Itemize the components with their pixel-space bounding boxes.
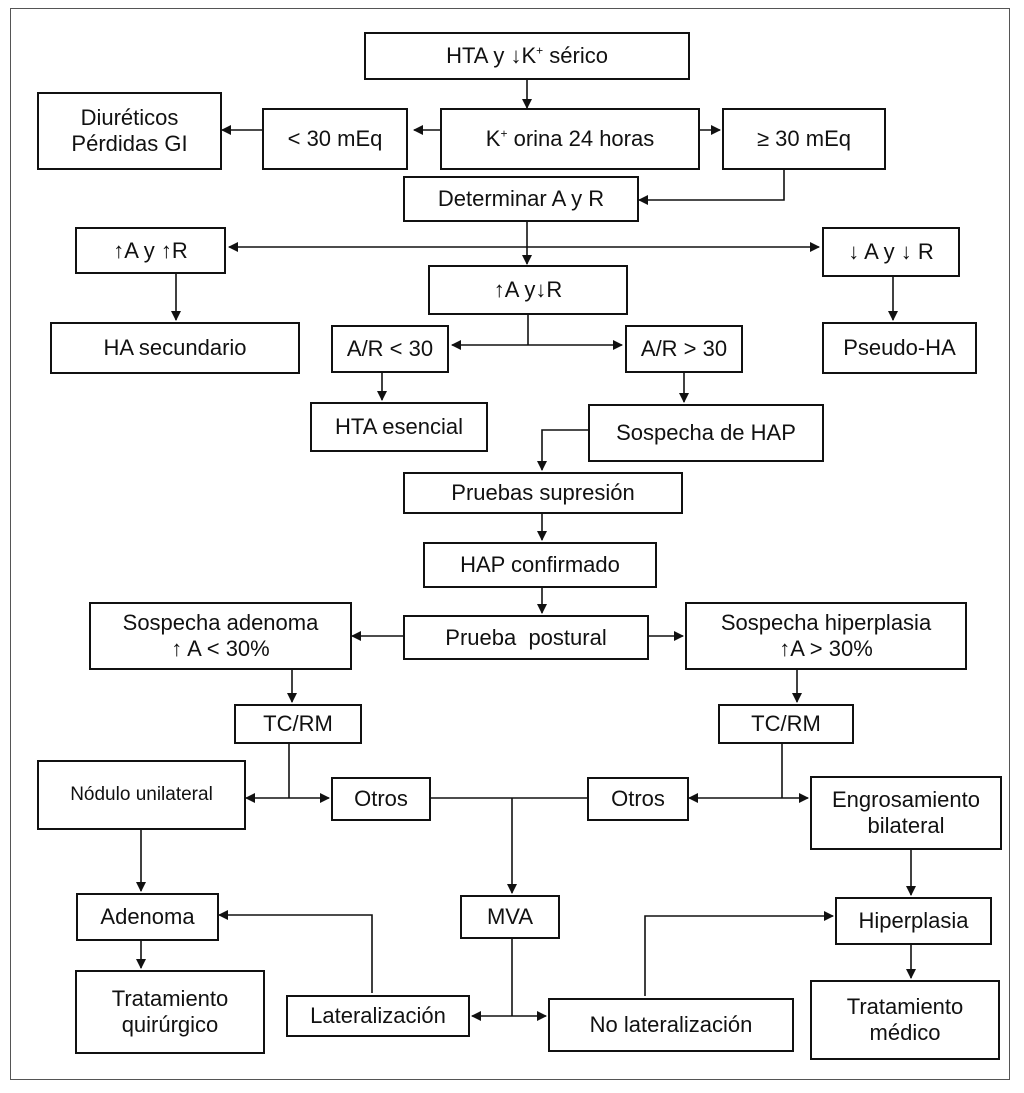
node-tratamiento-quirurgico: Tratamiento quirúrgico — [75, 970, 265, 1054]
node-tcrm-right: TC/RM — [718, 704, 854, 744]
node-diureticos: Diuréticos Pérdidas GI — [37, 92, 222, 170]
node-ge30: ≥ 30 mEq — [722, 108, 886, 170]
node-lt30: < 30 mEq — [262, 108, 408, 170]
node-prueba-postural: Prueba postural — [403, 615, 649, 660]
node-hap-confirmado: HAP confirmado — [423, 542, 657, 588]
node-sospecha-adenoma: Sospecha adenoma ↑ A < 30% — [89, 602, 352, 670]
node-otros-right: Otros — [587, 777, 689, 821]
node-down-a-down-r: ↓ A y ↓ R — [822, 227, 960, 277]
node-mva: MVA — [460, 895, 560, 939]
node-tcrm-left: TC/RM — [234, 704, 362, 744]
node-ha-secundario: HA secundario — [50, 322, 300, 374]
node-k-orina: K+ orina 24 horas — [440, 108, 700, 170]
arrow-ge30-to-determinar — [638, 170, 785, 205]
node-adenoma: Adenoma — [76, 893, 219, 941]
figure-frame — [10, 8, 1010, 1080]
node-determinar: Determinar A y R — [403, 176, 639, 222]
node-pruebas-supresion: Pruebas supresión — [403, 472, 683, 514]
arrow-lateralizacion-to-adenoma — [218, 910, 373, 993]
node-hiperplasia: Hiperplasia — [835, 897, 992, 945]
node-ar-lt30: A/R < 30 — [331, 325, 449, 373]
node-otros-left: Otros — [331, 777, 431, 821]
node-sospecha-hiperplasia: Sospecha hiperplasia ↑A > 30% — [685, 602, 967, 670]
node-lateralizacion: Lateralización — [286, 995, 470, 1037]
node-up-a-down-r: ↑A y↓R — [428, 265, 628, 315]
node-no-lateralizacion: No lateralización — [548, 998, 794, 1052]
arrow-nolateralizacion-to-hiperplasia — [644, 911, 834, 996]
node-tratamiento-medico: Tratamiento médico — [810, 980, 1000, 1060]
node-ar-gt30: A/R > 30 — [625, 325, 743, 373]
node-sospecha-hap: Sospecha de HAP — [588, 404, 824, 462]
node-nodulo-unilateral: Nódulo unilateral — [37, 760, 246, 830]
arrow-to-pruebas — [537, 429, 588, 471]
node-hta-esencial: HTA esencial — [310, 402, 488, 452]
node-pseudo-ha: Pseudo-HA — [822, 322, 977, 374]
node-hta-k-serico: HTA y ↓K+ sérico — [364, 32, 690, 80]
node-engrosamiento-bilateral: Engrosamiento bilateral — [810, 776, 1002, 850]
node-up-a-up-r: ↑A y ↑R — [75, 227, 226, 274]
